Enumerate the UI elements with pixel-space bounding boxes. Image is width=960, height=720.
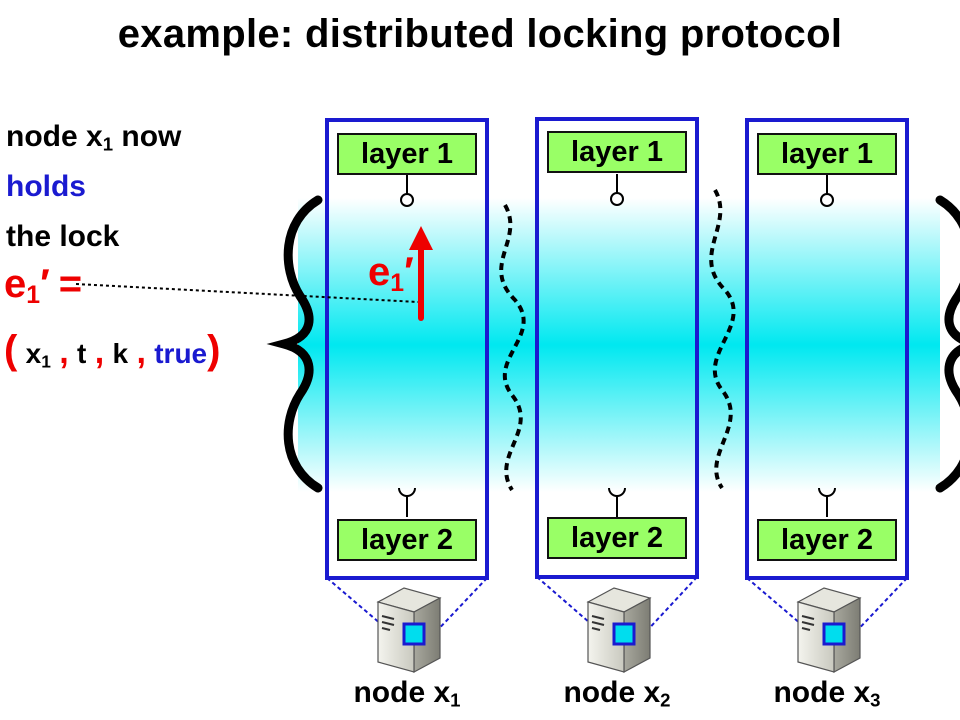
event-arrow-head (409, 226, 433, 250)
layer-2-box: layer 2 (547, 517, 687, 559)
server-icon (796, 587, 862, 674)
wavy-separator-2 (709, 189, 736, 490)
layer-1-box: layer 1 (757, 133, 897, 175)
page-title: example: distributed locking protocol (117, 12, 843, 56)
layer-1-box: layer 1 (337, 133, 477, 175)
layer-1-box: layer 1 (547, 131, 687, 173)
server-icon (376, 587, 442, 674)
layer-2-box: layer 2 (757, 519, 897, 561)
node-box-1 (325, 118, 489, 580)
server-icon (586, 587, 652, 674)
annotation-line-1: node x1 now (6, 120, 182, 155)
node-label-2: node x2 (563, 676, 671, 711)
wavy-separator-1 (499, 204, 526, 492)
network-band (298, 198, 940, 492)
annotation-holds: holds (6, 170, 86, 203)
event-arrow-label: e1′ (368, 250, 412, 298)
event-definition: e1′ = (4, 262, 83, 310)
layer-2-box: layer 2 (337, 519, 477, 561)
annotation-line-3: the lock (6, 220, 120, 253)
node-label-3: node x3 (773, 676, 881, 711)
node-box-2 (535, 117, 699, 579)
node-label-1: node x1 (353, 676, 461, 711)
event-tuple: ( x1 , t , k , true) (4, 328, 221, 372)
node-box-3 (745, 118, 909, 580)
right-brace (935, 195, 960, 493)
left-brace (266, 195, 323, 493)
